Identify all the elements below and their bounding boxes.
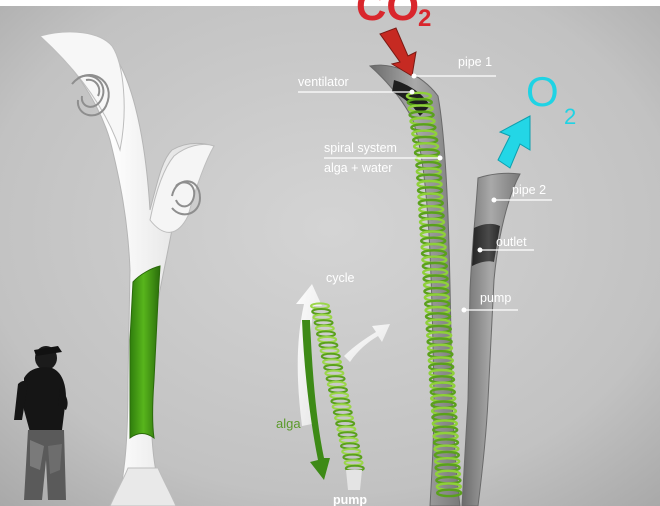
co2-subscript: 2 (418, 5, 431, 32)
co2-text: CO (356, 0, 419, 29)
label-outlet-text: outlet (496, 235, 527, 249)
label-spiral-system-text: spiral system (324, 141, 397, 155)
top-border (0, 0, 660, 6)
label-cycle-text: cycle (326, 271, 355, 285)
label-pump-main-text: pump (480, 291, 511, 305)
o2-subscript: 2 (564, 104, 576, 129)
label-pipe1-text: pipe 1 (458, 55, 492, 69)
label-pipe2-text: pipe 2 (512, 183, 546, 197)
o2-text: O (526, 68, 559, 115)
label-alga-water-text: alga + water (324, 161, 392, 175)
cycle-pump-base (346, 470, 362, 490)
label-pump-cycle-text: pump (333, 493, 367, 506)
label-alga-text: alga (276, 416, 301, 431)
label-ventilator-text: ventilator (298, 75, 349, 89)
co2-formula: CO 2 (356, 0, 431, 32)
